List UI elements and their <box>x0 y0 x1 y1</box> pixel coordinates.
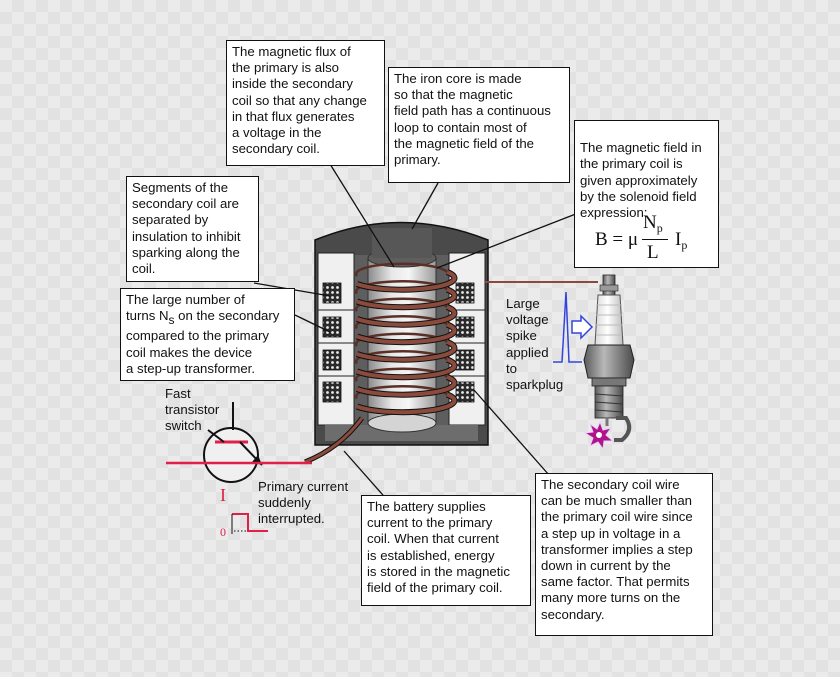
current-step-graph <box>231 513 268 534</box>
transistor-label: Fast transistor switch <box>165 386 220 434</box>
formula-fraction-bar <box>642 239 668 241</box>
secondary-coil-segments <box>318 282 485 403</box>
zero-axis-label: 0 <box>220 525 226 539</box>
solenoid-formula: B = μ Np L Ip <box>595 212 715 265</box>
turns-suffix: on the secondary <box>174 308 280 324</box>
formula-rhs-sub: p <box>681 238 688 252</box>
primary-coil-turn <box>356 305 457 327</box>
segments-callout: Segments of the secondary coil are separ… <box>126 176 259 282</box>
turns-callout: The large number of turns Ns on the seco… <box>120 288 295 381</box>
primary-coil-turn <box>356 375 457 397</box>
primary-coil-turn <box>356 322 457 345</box>
voltage-spike-label: Large voltage spike applied to sparkplug <box>506 296 564 393</box>
primary-coil-turn <box>356 270 457 292</box>
callout-pointers <box>253 163 587 504</box>
voltage-spike-graph <box>553 291 594 363</box>
spark-burst <box>583 420 615 451</box>
battery-callout: The battery supplies current to the prim… <box>361 495 531 606</box>
formula-denominator: L <box>647 242 659 263</box>
primary-coil <box>354 262 458 416</box>
transistor-symbol <box>203 402 263 483</box>
formula-num-base: N <box>643 212 657 233</box>
turns-subscript: s <box>168 313 175 328</box>
primary-current-label: Primary current suddenly interrupted. <box>258 479 349 527</box>
field-callout: The magnetic field in the primary coil i… <box>574 120 719 268</box>
formula-numerator: Np <box>643 212 663 236</box>
spark-plug <box>583 274 635 442</box>
iron-core <box>367 228 437 433</box>
primary-coil-turn <box>356 287 457 310</box>
turns-callout-line1: The large number of <box>126 292 245 307</box>
primary-coil-turn <box>356 340 457 362</box>
current-axis-label: I <box>220 485 226 505</box>
primary-coil-turn <box>356 392 457 415</box>
flux-callout: The magnetic flux of the primary is also… <box>226 40 385 166</box>
turns-callout-rest: compared to the primary coil makes the d… <box>126 328 269 376</box>
formula-rhs: Ip <box>675 229 687 253</box>
formula-num-sub: p <box>656 221 663 235</box>
turns-callout-line2: turns Ns on the secondary <box>126 308 289 328</box>
primary-coil-turn <box>356 357 457 380</box>
formula-lhs: B = μ <box>595 229 639 250</box>
secondary-wire-callout: The secondary coil wire can be much smal… <box>535 473 713 636</box>
iron-core-callout: The iron core is made so that the magnet… <box>388 67 570 183</box>
field-callout-text: The magnetic field in the primary coil i… <box>580 140 702 221</box>
formula-rhs-base: I <box>675 229 682 250</box>
turns-prefix: turns N <box>126 308 169 324</box>
